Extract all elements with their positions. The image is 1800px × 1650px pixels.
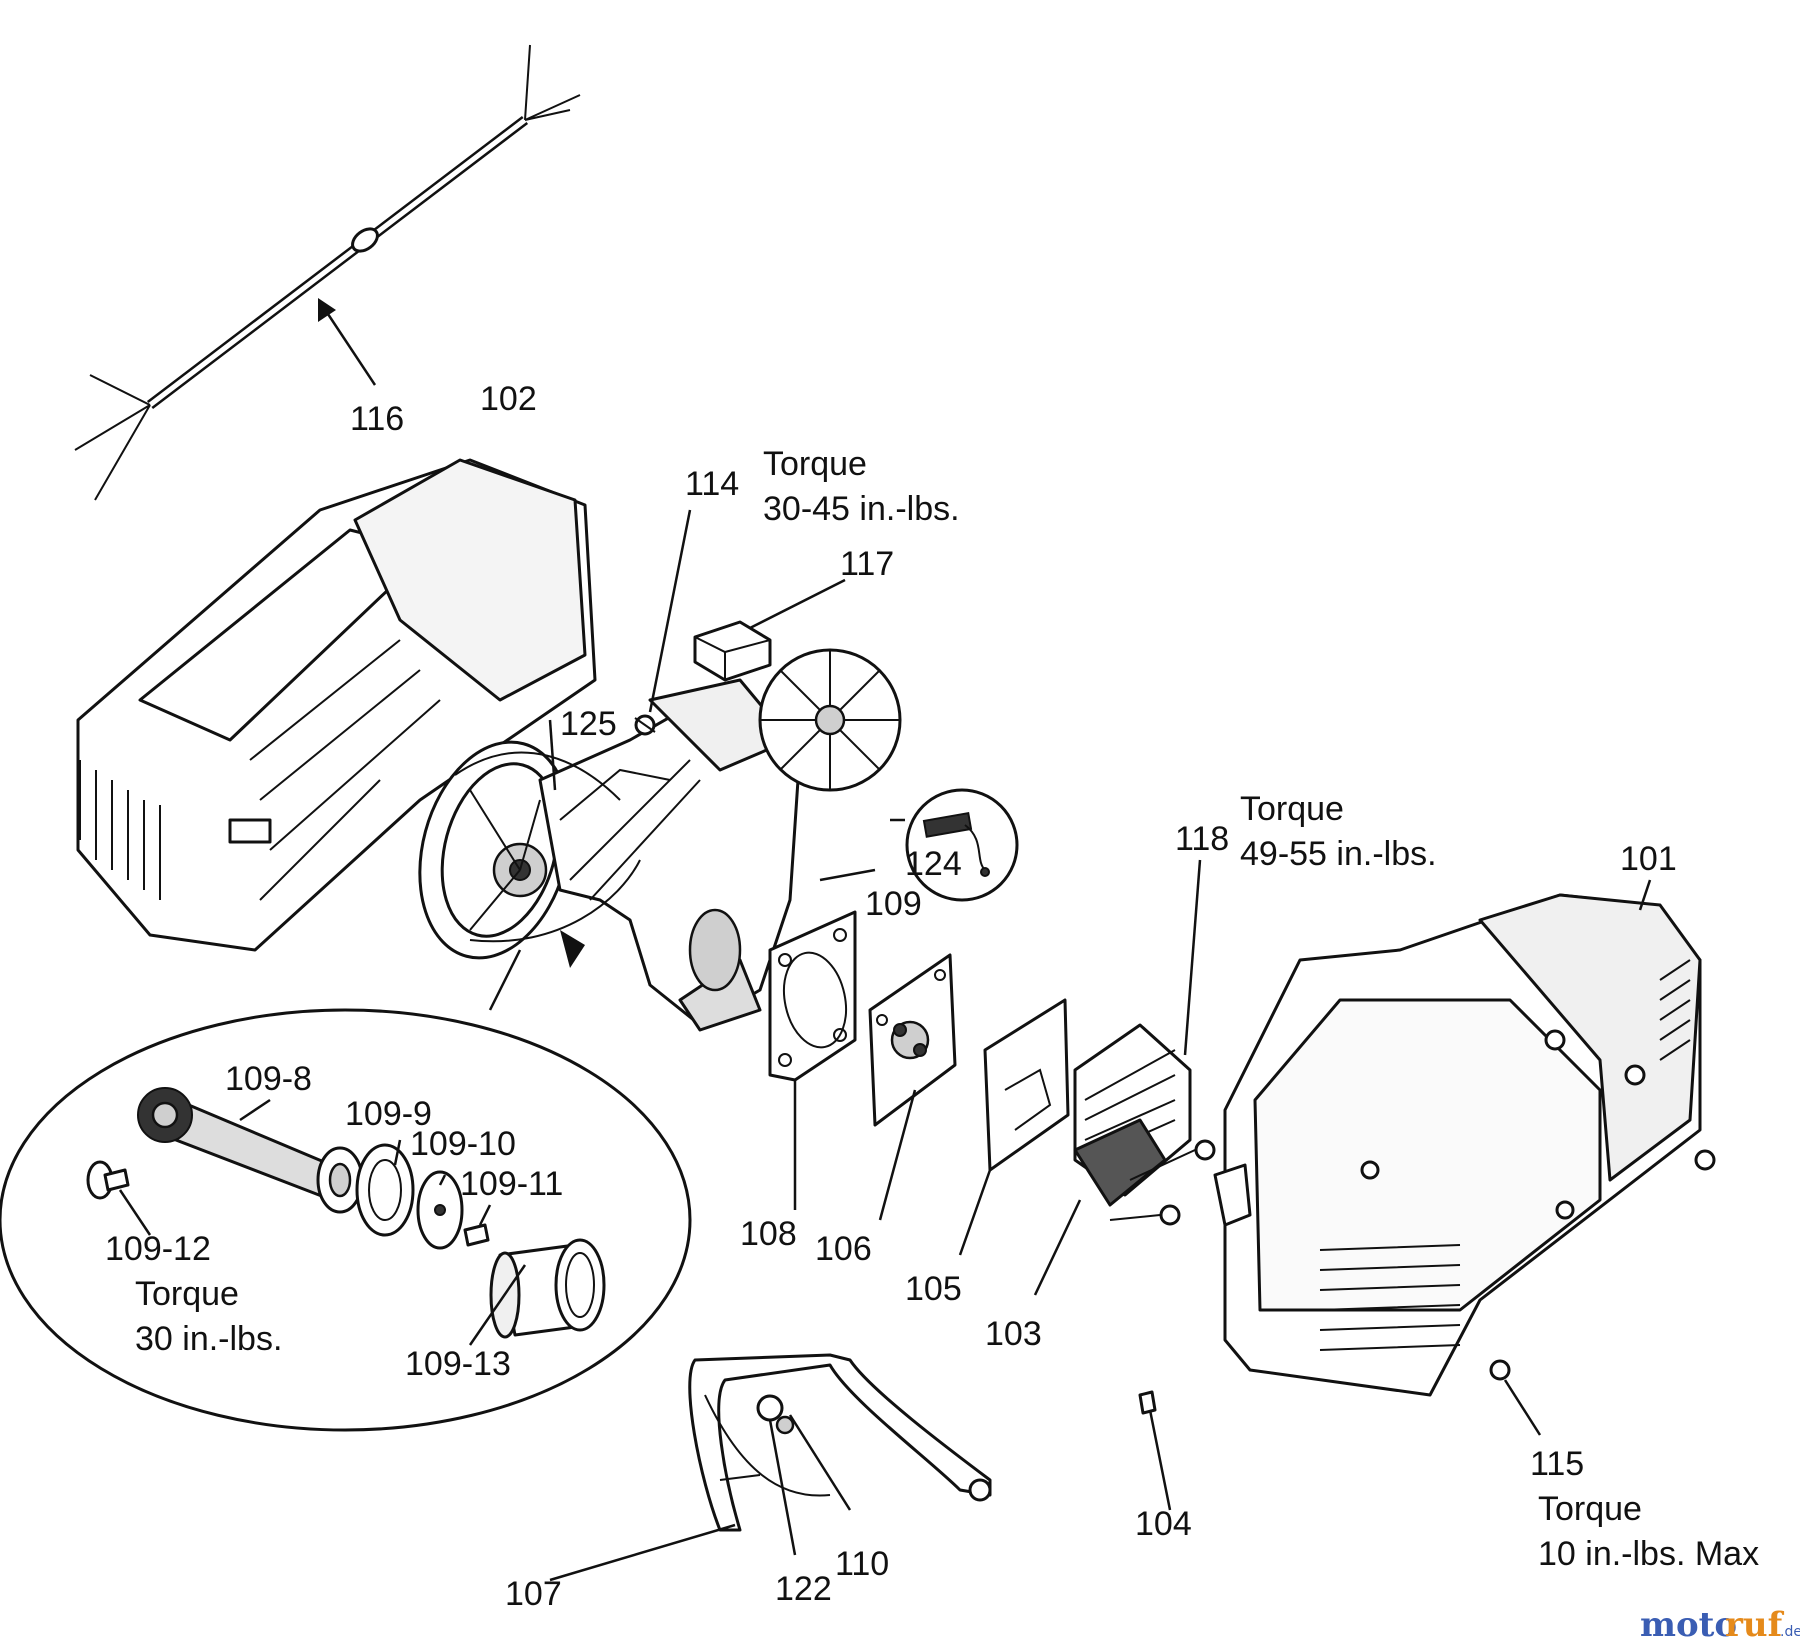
torque-note-118-value: 49-55 in.-lbs. xyxy=(1240,835,1437,873)
watermark-suffix: .de xyxy=(1780,1624,1800,1640)
label-109-10: 109-10 xyxy=(410,1125,516,1163)
leader-109-13 xyxy=(468,1264,527,1346)
seal-109-9 xyxy=(355,1143,415,1237)
shroud-101 xyxy=(1213,893,1702,1397)
leader-115 xyxy=(1503,1379,1542,1436)
label-110: 110 xyxy=(835,1545,889,1583)
leader-106 xyxy=(878,1089,917,1221)
leader-109 xyxy=(819,868,876,882)
leader-103 xyxy=(1033,1199,1082,1296)
label-122: 122 xyxy=(775,1570,832,1608)
label-109-13: 109-13 xyxy=(405,1345,511,1383)
leader-109-11 xyxy=(478,1204,492,1226)
label-117: 117 xyxy=(840,545,894,583)
leader-109-8 xyxy=(239,1098,271,1122)
nut-110 xyxy=(756,1394,784,1422)
label-103: 103 xyxy=(985,1315,1042,1353)
clip-114 xyxy=(634,714,656,736)
torque-note-114-title: Torque xyxy=(763,445,867,483)
leader-109-12 xyxy=(118,1189,152,1236)
label-109-12: 109-12 xyxy=(105,1230,211,1268)
label-105: 105 xyxy=(905,1270,962,1308)
label-124: 124 xyxy=(905,845,962,883)
leader-118 xyxy=(1183,859,1202,1056)
leader-109-9 xyxy=(393,1139,402,1166)
leader-110 xyxy=(788,1414,852,1511)
power-cord-116 xyxy=(74,44,581,501)
label-108: 108 xyxy=(740,1215,797,1253)
label-107: 107 xyxy=(505,1575,562,1613)
leader-114 xyxy=(648,509,692,713)
label-101: 101 xyxy=(1620,840,1677,878)
screw-104 xyxy=(1138,1390,1157,1415)
leader-116 xyxy=(320,304,377,386)
leader-109-10 xyxy=(438,1174,447,1186)
cylinder-head-103 xyxy=(1073,1023,1192,1207)
label-109: 109 xyxy=(865,885,922,923)
cooling-fan xyxy=(758,648,902,792)
discharge-tube-107 xyxy=(688,1353,992,1532)
leader-117 xyxy=(749,578,846,630)
label-109-9: 109-9 xyxy=(345,1095,432,1133)
label-125: 125 xyxy=(560,705,617,743)
screws-115 xyxy=(1489,1029,1716,1381)
label-116: 116 xyxy=(350,400,404,438)
label-115: 115 xyxy=(1530,1445,1584,1483)
leader-107 xyxy=(549,1523,736,1582)
leader-105 xyxy=(958,1169,992,1256)
shroud-102 xyxy=(76,458,597,952)
gasket-108 xyxy=(768,910,857,1082)
label-118: 118 xyxy=(1175,820,1229,858)
retainer-109-10 xyxy=(416,1170,464,1250)
torque-note-115-value: 10 in.-lbs. Max xyxy=(1538,1535,1759,1573)
screw-109-12 xyxy=(86,1160,130,1200)
pad-117 xyxy=(693,620,772,682)
torque-note-114-value: 30-45 in.-lbs. xyxy=(763,490,960,528)
bolts-118 xyxy=(1109,1139,1216,1226)
label-109-8: 109-8 xyxy=(225,1060,312,1098)
valve-plate-106 xyxy=(868,953,957,1127)
label-102: 102 xyxy=(480,380,537,418)
leader-122 xyxy=(768,1419,797,1556)
torque-note-109-title: Torque xyxy=(135,1275,239,1313)
ferrule-122 xyxy=(775,1415,795,1435)
torque-note-115-title: Torque xyxy=(1538,1490,1642,1528)
watermark-logo: moto ruf .de xyxy=(1640,1605,1800,1645)
torque-note-118-title: Torque xyxy=(1240,790,1344,828)
connecting-rod-109-8 xyxy=(137,1087,364,1214)
head-gasket-105 xyxy=(983,998,1070,1172)
leader-101 xyxy=(1638,879,1652,911)
connecting-rod-inset xyxy=(0,1008,692,1432)
screw-109-11 xyxy=(463,1223,490,1247)
motor-pump-assembly xyxy=(418,648,902,1032)
label-106: 106 xyxy=(815,1230,872,1268)
leader-104 xyxy=(1148,1409,1172,1511)
torque-note-109-value: 30 in.-lbs. xyxy=(135,1320,282,1358)
leader-125 xyxy=(548,719,557,791)
leader-to-inset xyxy=(488,949,522,1011)
label-109-11: 109-11 xyxy=(460,1165,563,1203)
watermark-part2: ruf xyxy=(1725,1605,1785,1645)
brush-detail-124 xyxy=(905,788,1019,902)
watermark-part1: moto xyxy=(1640,1605,1737,1645)
label-104: 104 xyxy=(1135,1505,1192,1543)
label-114: 114 xyxy=(685,465,739,503)
